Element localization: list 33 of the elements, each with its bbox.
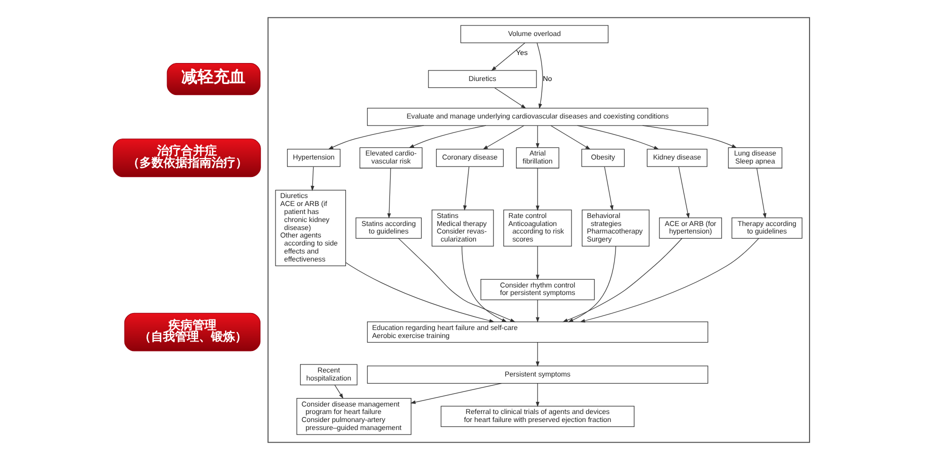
arrow [577, 125, 660, 150]
arrow [550, 125, 591, 150]
arrow [536, 300, 540, 322]
arrow [398, 238, 516, 322]
arrow [345, 262, 495, 322]
node-box: 减轻充血 [166, 62, 260, 96]
arrow [328, 125, 424, 150]
arrow [562, 238, 682, 322]
arrow [678, 166, 690, 219]
arrow [536, 42, 543, 109]
arrow [408, 125, 486, 148]
arrow [580, 238, 759, 322]
arrow [536, 246, 540, 280]
arrow [310, 166, 314, 192]
arrow [491, 42, 526, 71]
arrow [494, 88, 526, 109]
arrow [642, 125, 737, 148]
node-box: 疾病管理 （自我管理、锻炼） [124, 312, 260, 352]
arrow [536, 125, 540, 148]
arrow [536, 342, 540, 367]
arrow [604, 166, 614, 211]
arrow [334, 384, 344, 399]
arrow [568, 246, 616, 322]
arrow [536, 168, 540, 211]
arrow [482, 125, 524, 150]
arrow [387, 168, 391, 219]
arrow [463, 166, 470, 211]
cluster [268, 17, 810, 443]
arrow [536, 383, 540, 408]
arrow [462, 246, 508, 322]
node-box: 治疗合并症 （多数依据指南治疗） [112, 138, 261, 178]
arrow [756, 168, 766, 218]
arrow [410, 383, 502, 404]
